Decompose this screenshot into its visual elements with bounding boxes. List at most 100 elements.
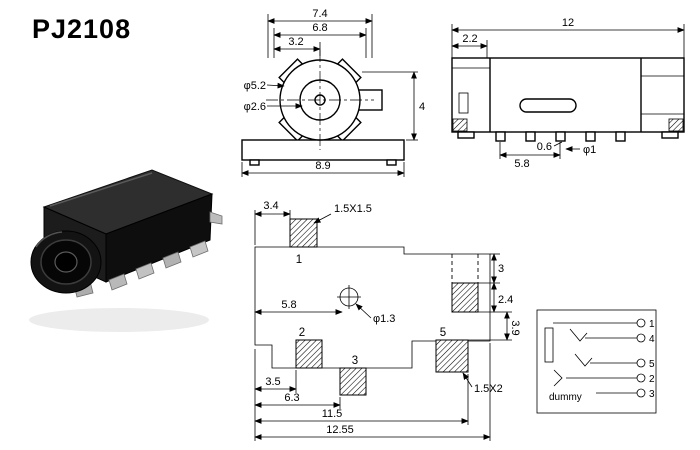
connector-pin [135, 262, 155, 280]
side-pin [615, 131, 626, 142]
side-body [451, 57, 685, 133]
front-dim-outer-dia: φ5.2 [244, 80, 285, 92]
photo-shadow [29, 308, 209, 332]
dummy-label: dummy [549, 392, 582, 403]
dim-label: φ5.2 [244, 80, 266, 92]
side-dim-5-8: 5.8 [499, 142, 561, 170]
tip-contact-2 [553, 369, 563, 387]
footprint-dim-12-55: 12.55 [254, 343, 491, 441]
dim-label: φ1 [583, 144, 596, 156]
sleeve-contact [544, 327, 554, 363]
pin-label: 3 [649, 389, 655, 400]
footprint-dim-3-9: 3.9 [468, 311, 521, 341]
footprint-pad1-size: 1.5X1.5 [313, 203, 372, 224]
footprint-dim-hole-dia: φ1.3 [355, 303, 395, 325]
dim-label: 1.5X2 [474, 383, 503, 395]
pad-4 [451, 282, 479, 313]
dim-label: φ2.6 [244, 101, 266, 113]
pad-number-3: 3 [352, 355, 358, 367]
side-pin [585, 131, 596, 142]
side-view-drawing: 12 2.2 5.8 0.6 φ1 [451, 17, 685, 170]
side-pin [555, 131, 566, 142]
dim-label: 3.2 [288, 36, 303, 48]
switch-contact-4 [569, 328, 588, 342]
dim-label: 5.8 [281, 299, 296, 311]
dim-label: 5.8 [514, 158, 529, 170]
front-dim-6-8: 6.8 [273, 22, 367, 58]
side-detail-slot [458, 92, 469, 114]
front-dim-inner-dia: φ2.6 [244, 101, 303, 113]
dim-label: 6.3 [284, 392, 299, 404]
side-slot [519, 98, 577, 113]
footprint-pad5-size: 1.5X2 [462, 372, 503, 395]
dim-label: 3.9 [509, 320, 521, 335]
dim-label: φ1.3 [373, 313, 395, 325]
dim-label: 2.2 [462, 33, 477, 45]
pin-label: 4 [649, 334, 655, 345]
dim-label: 1.5X1.5 [334, 203, 372, 215]
product-photo [29, 169, 223, 332]
footprint-dim-3: 3 [478, 253, 504, 284]
footprint-dim-3-5: 3.5 [254, 349, 297, 441]
footprint-dim-3-4: 3.4 [254, 200, 291, 245]
connector-highlight [49, 172, 153, 207]
dim-label: 2.4 [498, 294, 513, 306]
front-dim-7-4: 7.4 [267, 8, 373, 58]
pin-label: 1 [649, 319, 655, 330]
dim-label: 6.8 [312, 22, 327, 34]
footprint-dim-6-3: 6.3 [254, 392, 341, 409]
footprint-drawing: 1 2 3 5 φ1.3 3.4 1.5X1.5 5.8 [254, 200, 521, 441]
side-dim-12: 12 [451, 17, 685, 58]
side-foot [457, 131, 475, 139]
side-dim-2-2: 2.2 [451, 33, 488, 58]
pin-label: 2 [649, 374, 655, 385]
pad-1 [289, 218, 318, 248]
footprint-dim-11-5: 11.5 [254, 374, 469, 425]
side-hatch [668, 118, 684, 132]
pad-number-2: 2 [299, 327, 305, 339]
front-dim-3-2: 3.2 [273, 36, 321, 56]
switch-contact-5 [574, 353, 593, 367]
dim-label: 12 [562, 17, 574, 29]
pin-circle-2 [636, 373, 646, 383]
connector-pin [189, 240, 209, 258]
pin-circle-3 [636, 388, 646, 398]
schematic-drawing: dummy 1 4 5 2 3 [536, 309, 657, 414]
side-dim-phi1: φ1 [565, 144, 596, 156]
dim-label: 0.6 [537, 141, 552, 153]
footprint-dim-2-4: 2.4 [478, 282, 513, 313]
side-foot [661, 131, 679, 139]
barrel-highlight [35, 231, 63, 248]
connector-side-pin [209, 211, 223, 225]
connector-pin [108, 273, 128, 291]
front-view-drawing: 7.4 6.8 3.2 φ5.2 φ2.6 8.9 [241, 8, 425, 177]
side-hatch [452, 118, 468, 132]
side-pin [525, 131, 536, 142]
pin-circle-1 [636, 318, 646, 328]
pin-circle-5 [636, 358, 646, 368]
dim-label: 3.4 [263, 200, 278, 212]
pin-circle-4 [636, 333, 646, 343]
pad-number-1: 1 [296, 254, 302, 266]
dim-label: 8.9 [315, 160, 330, 172]
schematic-box [536, 309, 657, 414]
front-dim-8-9: 8.9 [241, 160, 405, 177]
front-foot [249, 159, 260, 166]
dim-label: 11.5 [322, 408, 343, 420]
page-title: PJ2108 [32, 14, 131, 44]
front-foot [386, 159, 397, 166]
pad-3 [339, 367, 367, 396]
pad-2 [295, 339, 323, 369]
dim-label: 3.5 [265, 376, 280, 388]
side-dim-0-6: 0.6 [537, 141, 563, 153]
front-base [241, 139, 405, 161]
footprint-dim-5-8: 5.8 [254, 299, 343, 315]
connector-pin [162, 251, 182, 269]
dim-label: 7.4 [312, 8, 327, 20]
side-pin [495, 131, 506, 142]
footprint-outline [254, 246, 491, 369]
pad-5 [435, 339, 469, 373]
dim-label: 4 [419, 101, 425, 113]
